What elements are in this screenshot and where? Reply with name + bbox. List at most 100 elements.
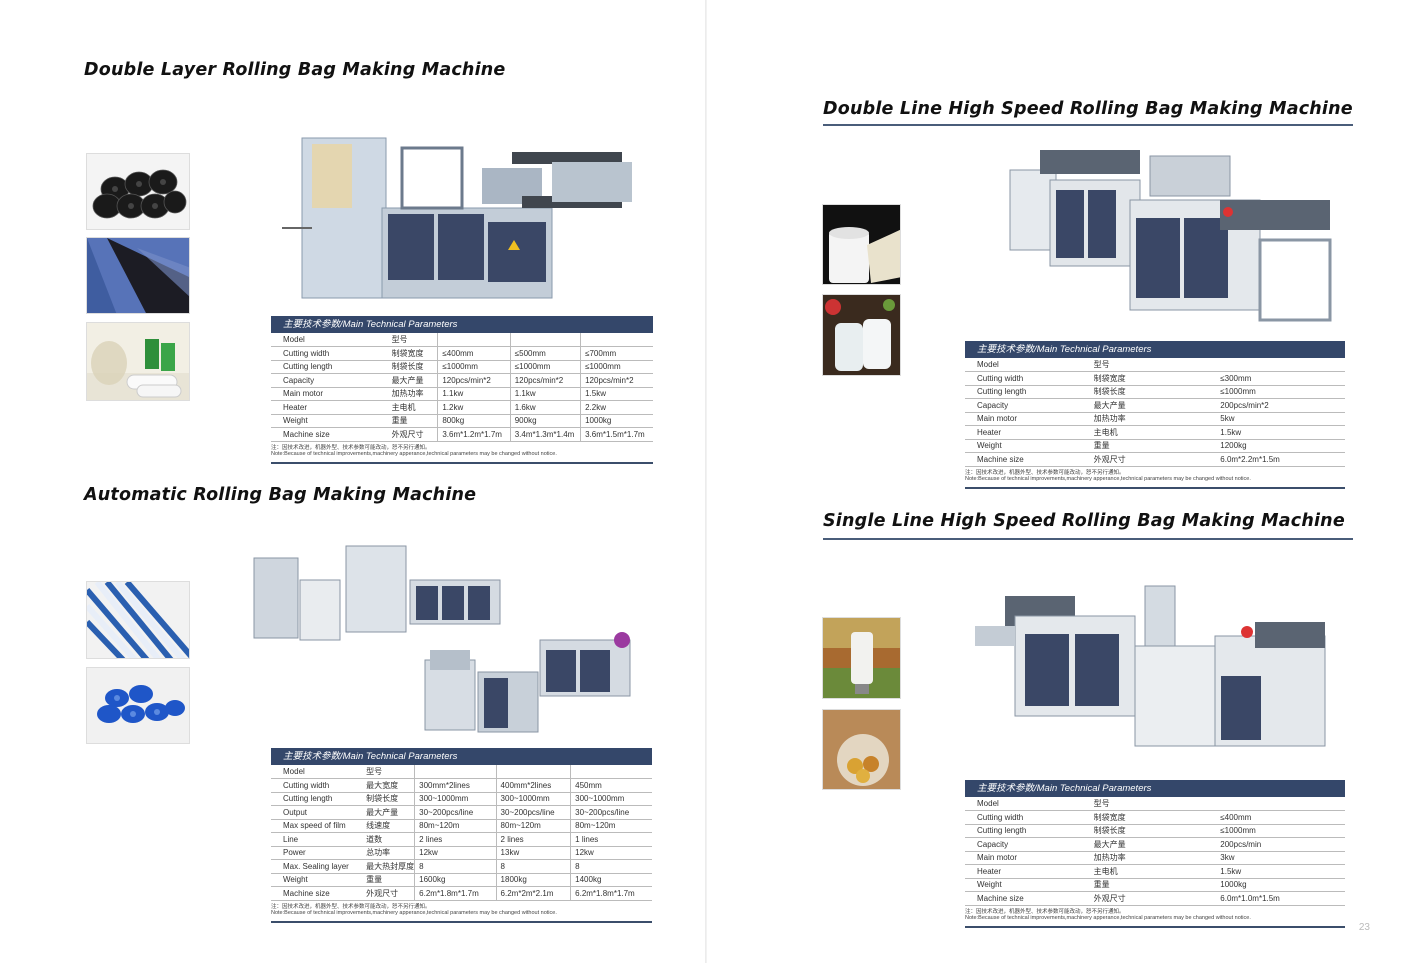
- spec-param-cn: 制袋长度: [379, 360, 438, 374]
- photo-clear-rolls: [822, 294, 901, 376]
- spec-value: 6.2m*1.8m*1.7m: [414, 886, 497, 901]
- title-double-line: Double Line High Speed Rolling Bag Makin…: [823, 99, 1353, 119]
- spec-note-en: Note:Because of technical improvements,m…: [965, 476, 1251, 482]
- spec-value: 6.0m*1.0m*1.5m: [1208, 891, 1345, 906]
- spec-param-cn: 外观尺寸: [1081, 891, 1209, 906]
- spec-param-cn: 主电机: [1081, 864, 1209, 879]
- page-number: 23: [1358, 922, 1370, 933]
- spec-value: 200pcs/min: [1208, 837, 1345, 852]
- spec-param-cn: 加热功率: [1081, 412, 1209, 426]
- spec-param-cn: 主电机: [379, 400, 438, 415]
- spec-param-en: Model: [965, 797, 1082, 811]
- spec-param-en: Main motor: [271, 387, 380, 401]
- page-spine: [705, 0, 707, 963]
- spec-param-en: Capacity: [271, 373, 380, 388]
- spec-param-en: Cutting length: [965, 385, 1082, 399]
- spec-value: ≤300mm: [1208, 371, 1345, 386]
- title-rule: [823, 538, 1353, 540]
- spec-param-cn: 道数: [354, 832, 415, 847]
- title-rule: [823, 124, 1353, 126]
- spec-note-cn: 注：因技术改进，机器外型、技术参数可能改动，恕不另行通知。: [271, 903, 431, 910]
- spec-value: 450mm: [570, 778, 652, 793]
- spec-value: [580, 333, 653, 347]
- spec-value: 30~200pcs/line: [495, 805, 571, 820]
- spec-param-en: Output: [271, 805, 355, 820]
- spec-value: 1600kg: [414, 873, 497, 887]
- spec-param-en: Model: [965, 358, 1082, 372]
- spec-param-cn: 主电机: [1081, 425, 1209, 440]
- spec-param-en: Cutting width: [965, 810, 1082, 825]
- spec-value: ≤400mm: [1208, 810, 1345, 825]
- photo-blue-rolls: [86, 667, 190, 744]
- title-double-layer: Double Layer Rolling Bag Making Machine: [84, 60, 506, 80]
- spec-param-cn: 重量: [1081, 439, 1209, 453]
- spec-value: 1.1kw: [509, 387, 581, 401]
- spec-value: 1.5kw: [580, 387, 653, 401]
- spec-param-en: Machine size: [271, 886, 355, 901]
- spec-value: 12kw: [570, 846, 652, 860]
- spec-note-en: Note:Because of technical improvements,m…: [271, 910, 557, 916]
- spec-value: 13kw: [495, 846, 571, 860]
- spec-value: 6.0m*2.2m*1.5m: [1208, 452, 1345, 467]
- spec-param-cn: 加热功率: [379, 387, 438, 401]
- spec-value: 1.1kw: [437, 387, 511, 401]
- spec-param-en: Cutting width: [271, 346, 380, 361]
- spec-value: 30~200pcs/line: [414, 805, 497, 820]
- spec-value: 80m~120m: [414, 819, 497, 833]
- spec-param-cn: 线速度: [354, 819, 415, 833]
- spec-value: 1 lines: [570, 832, 652, 847]
- spec-param-cn: 最大宽度: [354, 778, 415, 793]
- photo-black-rolls: [86, 153, 190, 230]
- spec-param-cn: 最大产量: [1081, 398, 1209, 413]
- spec-value: 120pcs/min*2: [509, 373, 581, 388]
- photo-produce-bag: [822, 709, 901, 790]
- spec-value: ≤400mm: [437, 346, 511, 361]
- spec-param-cn: 重量: [379, 414, 438, 428]
- spec-param-cn: 型号: [379, 333, 438, 347]
- spec-value: 12kw: [414, 846, 497, 860]
- spec-param-cn: 制袋宽度: [1081, 371, 1209, 386]
- spec-value: [414, 765, 497, 779]
- spec-value: ≤700mm: [580, 346, 653, 361]
- spec-param-en: Machine size: [271, 427, 380, 442]
- spec-param-cn: 外观尺寸: [1081, 452, 1209, 467]
- photo-supermarket-roll: [822, 617, 901, 699]
- spec-param-en: Line: [271, 832, 355, 847]
- spec-param-en: Capacity: [965, 837, 1082, 852]
- spec-param-cn: 外观尺寸: [379, 427, 438, 442]
- spec-param-cn: 制袋长度: [1081, 824, 1209, 838]
- spec-value: 8: [414, 859, 497, 874]
- spec-param-cn: 加热功率: [1081, 851, 1209, 865]
- spec-value: 2 lines: [495, 832, 571, 847]
- spec-param-cn: 制袋宽度: [379, 346, 438, 361]
- spec-value: [570, 765, 652, 779]
- spec-value: 1.6kw: [509, 400, 581, 415]
- spec-value: 6.2m*2m*2.1m: [495, 886, 571, 901]
- spec-header: 主要技术参数/Main Technical Parameters: [965, 341, 1345, 358]
- spec-param-cn: 总功率: [354, 846, 415, 860]
- machine-automatic-image: [253, 545, 631, 733]
- machine-single-line-image: [975, 585, 1326, 747]
- spec-value: 5kw: [1208, 412, 1345, 426]
- spec-value: [495, 765, 571, 779]
- spec-param-en: Heater: [965, 425, 1082, 440]
- spec-value: 8: [495, 859, 571, 874]
